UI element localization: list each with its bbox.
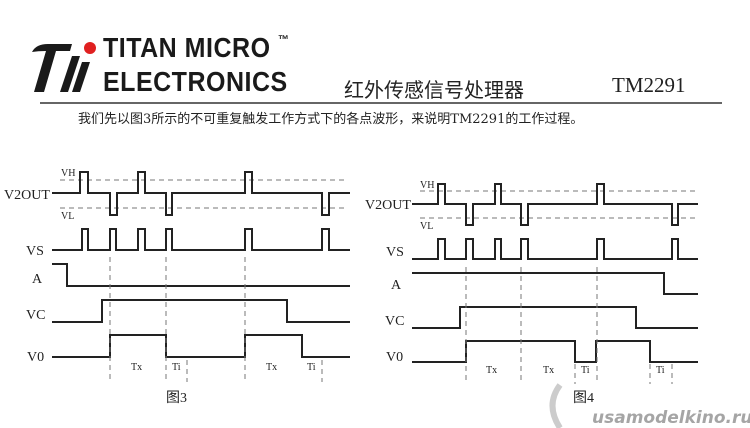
fig3-interval-label: Tx — [131, 362, 142, 373]
fig3-a-wave — [52, 263, 350, 287]
fig4-vl-label: VL — [420, 221, 433, 232]
intro-text: 我们先以图3所示的不可重复触发工作方式下的各点波形，来说明TM2291的工作过程… — [78, 112, 584, 127]
diagram-mark — [32, 44, 72, 92]
fig4-signal-label: V0 — [386, 350, 403, 365]
fig4-interval-label: Ti — [581, 365, 590, 376]
fig3-vs-wave — [52, 228, 350, 251]
fig3-v2out-wave — [52, 171, 350, 216]
watermark-swirl-icon — [549, 383, 563, 428]
fig3-vc-wave — [52, 299, 350, 323]
brand-line2: ELECTRONICS — [103, 66, 288, 98]
fig4-signal-label: V2OUT — [365, 198, 411, 213]
fig4-v2out-wave — [412, 183, 698, 226]
fig3-vh-label: VH — [61, 168, 75, 179]
fig4-signal-label: A — [391, 278, 402, 293]
fig3-signal-label: V0 — [27, 350, 44, 365]
part-number: TM2291 — [612, 73, 686, 97]
fig3-signal-label: A — [32, 272, 43, 287]
logo-dot-icon — [84, 42, 96, 54]
fig4-vh-label: VH — [420, 180, 434, 191]
fig4-signal-label: VS — [386, 245, 404, 260]
fig4-vc-wave — [412, 306, 698, 329]
fig4-a-wave — [412, 272, 698, 295]
fig3-interval-label: Tx — [266, 362, 277, 373]
fig4-interval-label: Tx — [486, 365, 497, 376]
doc-title: 红外传感信号处理器 — [344, 78, 524, 102]
fig3-markers — [109, 257, 323, 382]
brand-line1: TITAN MICRO ™ — [103, 32, 290, 64]
fig4-signal-label: VC — [385, 314, 404, 329]
fig3-vl-label: VL — [61, 211, 74, 222]
fig3-caption: 图3 — [166, 391, 187, 406]
fig4-vo-wave — [412, 340, 698, 363]
fig4-vs-wave — [412, 238, 698, 260]
fig3-vo-wave — [52, 334, 350, 358]
fig4-interval-label: Tx — [543, 365, 554, 376]
diagram-mark — [60, 56, 80, 92]
fig3-signal-label: VC — [26, 308, 45, 323]
titan-micro-logo — [32, 42, 96, 92]
header-rule — [40, 102, 722, 104]
fig3-signal-label: V2OUT — [4, 188, 50, 203]
fig4-interval-label: Ti — [656, 365, 665, 376]
watermark: usamodelkino.ru — [592, 408, 750, 428]
fig3-interval-label: Ti — [172, 362, 181, 373]
fig3-signal-label: VS — [26, 244, 44, 259]
fig3-thresholds — [60, 179, 345, 209]
fig3-interval-label: Ti — [307, 362, 316, 373]
fig4-markers — [465, 267, 673, 384]
fig4-caption: 图4 — [573, 391, 594, 406]
diagram-mark — [72, 62, 90, 92]
